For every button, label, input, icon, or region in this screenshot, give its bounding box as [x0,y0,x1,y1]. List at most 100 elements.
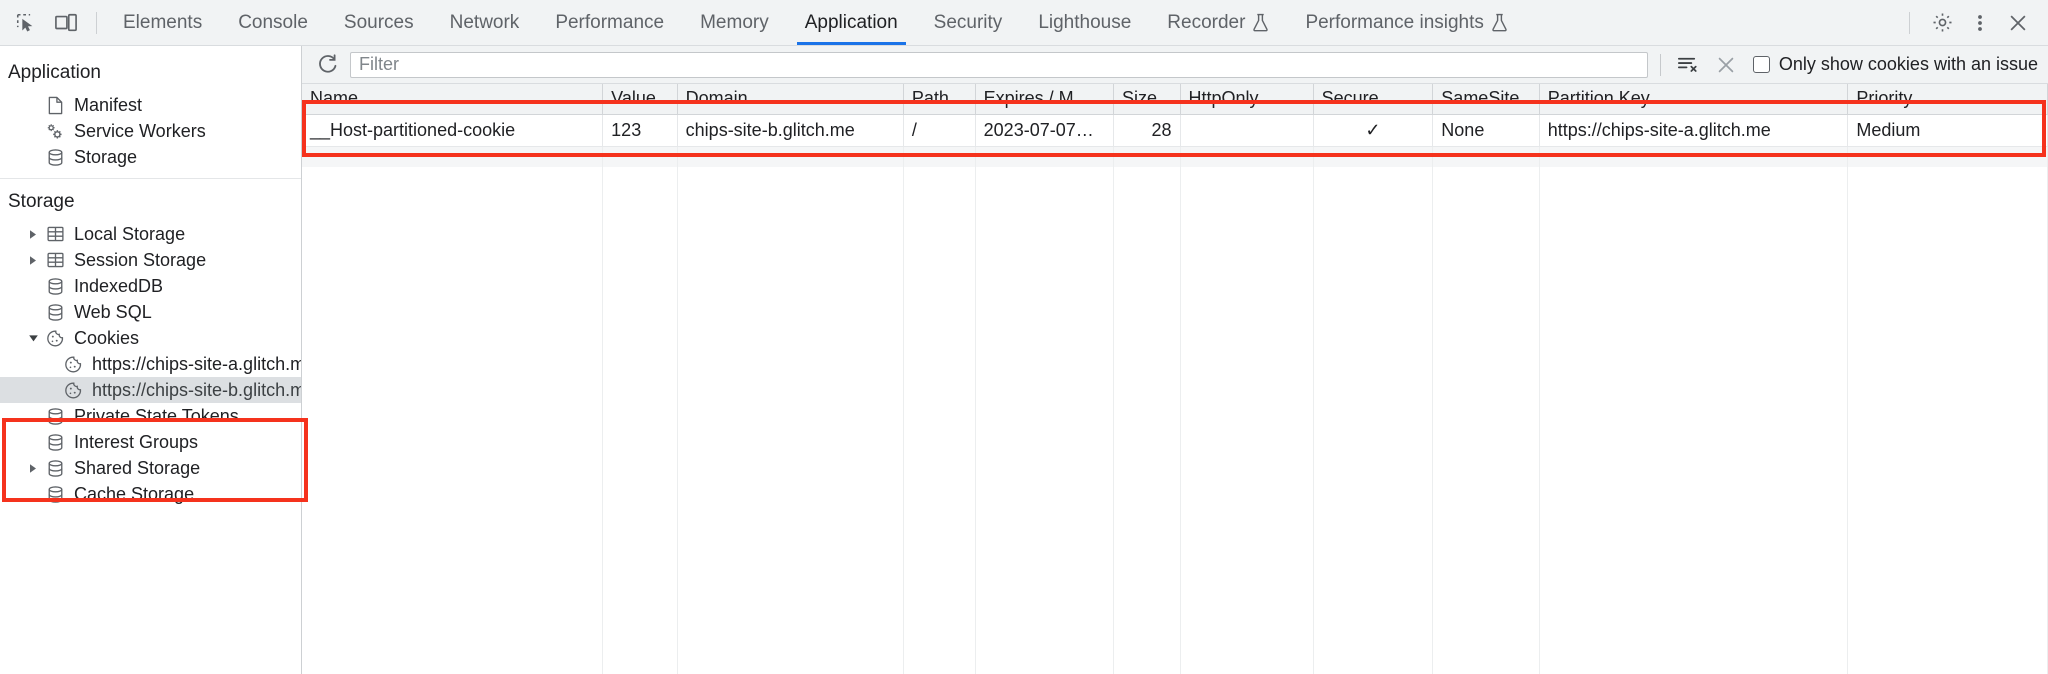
tab-memory[interactable]: Memory [682,0,787,45]
tab-label: Recorder [1167,11,1246,33]
sidebar-item-label: Local Storage [74,224,186,244]
sidebar-item-private-state-tokens[interactable]: Private State Tokens [0,403,301,429]
tab-console[interactable]: Console [220,0,326,45]
sidebar-item-label: Manifest [74,95,143,115]
clear-all-cookies-icon[interactable] [1673,51,1703,79]
gears-icon [42,121,68,141]
experimental-flask-icon [1491,13,1508,32]
empty-row [302,262,2048,295]
cookie-icon [42,328,68,348]
sidebar-item-https-chips-site-a-glitch-me[interactable]: https://chips-site-a.glitch.me [0,351,301,377]
checkbox-box[interactable] [1752,56,1770,73]
experimental-flask-icon [1252,13,1269,32]
clear-filtered-icon[interactable] [1711,51,1741,79]
cell-path: / [903,114,976,147]
no-arrow-spacer [24,485,42,503]
cell-secure: ✓ [1313,114,1434,147]
sidebar-item-label: Session Storage [74,250,207,270]
sidebar-item-web-sql[interactable]: Web SQL [0,299,301,325]
sidebar-item-cookies[interactable]: Cookies [0,325,301,351]
empty-row [302,390,2048,423]
sidebar-item-storage[interactable]: Storage [0,144,301,170]
column-header-name[interactable]: Name [302,84,604,115]
cell-priority: Medium [1847,114,2048,147]
inspect-element-icon[interactable] [8,7,44,39]
sidebar-divider [0,178,301,179]
column-header-httponly[interactable]: HttpOnly [1180,84,1314,115]
column-header-partition-key[interactable]: Partition Key [1539,84,1849,115]
tab-performance[interactable]: Performance [537,0,682,45]
refresh-icon[interactable] [312,51,342,79]
empty-row [302,518,2048,551]
sidebar-item-indexeddb[interactable]: IndexedDB [0,273,301,299]
sidebar-section-storage: Storage [8,191,75,212]
cell-partition-key: https://chips-site-a.glitch.me [1539,114,1849,147]
column-header-samesite[interactable]: SameSite [1432,84,1540,115]
column-header-value[interactable]: Value [602,84,678,115]
database-icon [42,276,68,296]
no-arrow-spacer [42,355,60,373]
cell-name: __Host-partitioned-cookie [302,114,604,147]
chevron-down-icon[interactable] [24,329,42,347]
tab-label: Memory [700,11,769,33]
sidebar-item-service-workers[interactable]: Service Workers [0,118,301,144]
sidebar-item-shared-storage[interactable]: Shared Storage [0,455,301,481]
chevron-right-icon[interactable] [24,251,42,269]
database-icon [42,147,68,167]
database-icon [42,458,68,478]
sidebar-item-session-storage[interactable]: Session Storage [0,247,301,273]
chevron-right-icon[interactable] [24,225,42,243]
tab-security[interactable]: Security [916,0,1021,45]
only-show-issues-checkbox[interactable]: Only show cookies with an issue [1752,54,2038,75]
no-arrow-spacer [24,96,42,114]
empty-row [302,294,2048,327]
search-input[interactable] [350,51,1648,78]
column-header-size[interactable]: Size [1113,84,1181,115]
empty-row [302,486,2048,519]
column-header-path[interactable]: Path [903,84,976,115]
sidebar-item-label: Cache Storage [74,484,195,504]
sidebar-item-manifest[interactable]: Manifest [0,92,301,118]
tab-recorder[interactable]: Recorder [1149,0,1287,45]
sidebar-item-local-storage[interactable]: Local Storage [0,221,301,247]
database-icon [42,432,68,452]
tab-application[interactable]: Application [787,0,916,45]
sidebar-item-label: Shared Storage [74,458,201,478]
sidebar-section-application: Application [8,62,101,83]
cell-domain: chips-site-b.glitch.me [677,114,904,147]
more-vertical-icon[interactable] [1962,7,1998,39]
column-header-domain[interactable]: Domain [677,84,904,115]
database-icon [42,406,68,426]
tab-label: Performance insights [1305,11,1484,33]
tab-lighthouse[interactable]: Lighthouse [1020,0,1149,45]
column-header-priority[interactable]: Priority [1847,84,2048,115]
sidebar-item-label: Cookies [74,328,140,348]
tab-elements[interactable]: Elements [105,0,220,45]
tab-performance-insights[interactable]: Performance insights [1287,0,1525,45]
column-header-expires-m[interactable]: Expires / M... [975,84,1115,115]
tab-network[interactable]: Network [432,0,538,45]
tab-sources[interactable]: Sources [326,0,432,45]
gear-icon[interactable] [1924,7,1960,39]
chevron-right-icon[interactable] [24,459,42,477]
sidebar-item-label: https://chips-site-b.glitch.me [92,380,302,400]
cookie-icon [60,354,86,374]
empty-row [302,198,2048,231]
sidebar-item-label: IndexedDB [74,276,164,296]
tab-label: Elements [123,11,203,33]
empty-row [302,166,2048,199]
device-toolbar-icon[interactable] [48,7,84,39]
checkbox-label: Only show cookies with an issue [1778,54,2038,74]
sidebar-item-https-chips-site-b-glitch-me[interactable]: https://chips-site-b.glitch.me [0,377,301,403]
sidebar-item-interest-groups[interactable]: Interest Groups [0,429,301,455]
close-icon[interactable] [2000,7,2036,39]
sidebar-item-cache-storage[interactable]: Cache Storage [0,481,301,507]
no-arrow-spacer [24,433,42,451]
column-header-secure[interactable]: Secure [1313,84,1434,115]
tabbar-right-icons [1901,7,2048,39]
